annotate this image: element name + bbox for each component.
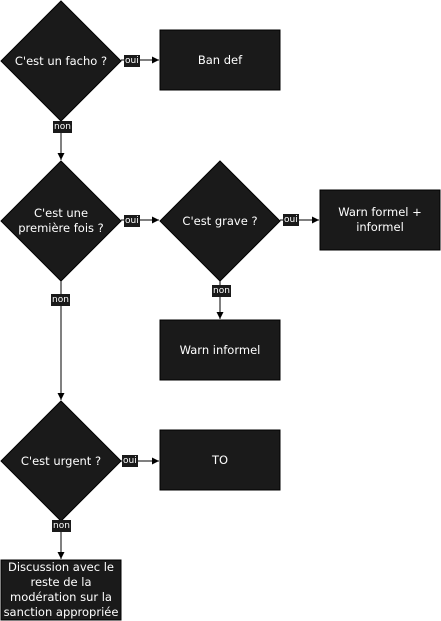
box-to xyxy=(159,429,281,491)
edge-label-oui-facho: oui xyxy=(124,55,140,67)
edge-label-non-urgent: non xyxy=(52,520,71,532)
decision-facho xyxy=(0,0,122,122)
decision-premiere-fois xyxy=(0,160,122,282)
box-ban-def xyxy=(159,29,281,91)
decision-grave xyxy=(159,160,281,282)
edge-label-oui-premiere: oui xyxy=(124,215,140,227)
edge-label-non-facho: non xyxy=(53,121,72,133)
edge-label-oui-grave: oui xyxy=(283,214,299,226)
box-warn-formel xyxy=(319,189,441,251)
decision-urgent xyxy=(0,400,122,522)
edge-label-non-premiere: non xyxy=(51,294,70,306)
edge-label-oui-urgent: oui xyxy=(122,455,138,467)
edge-label-non-grave: non xyxy=(212,285,231,297)
box-warn-informel xyxy=(159,319,281,381)
box-discussion xyxy=(0,559,122,621)
